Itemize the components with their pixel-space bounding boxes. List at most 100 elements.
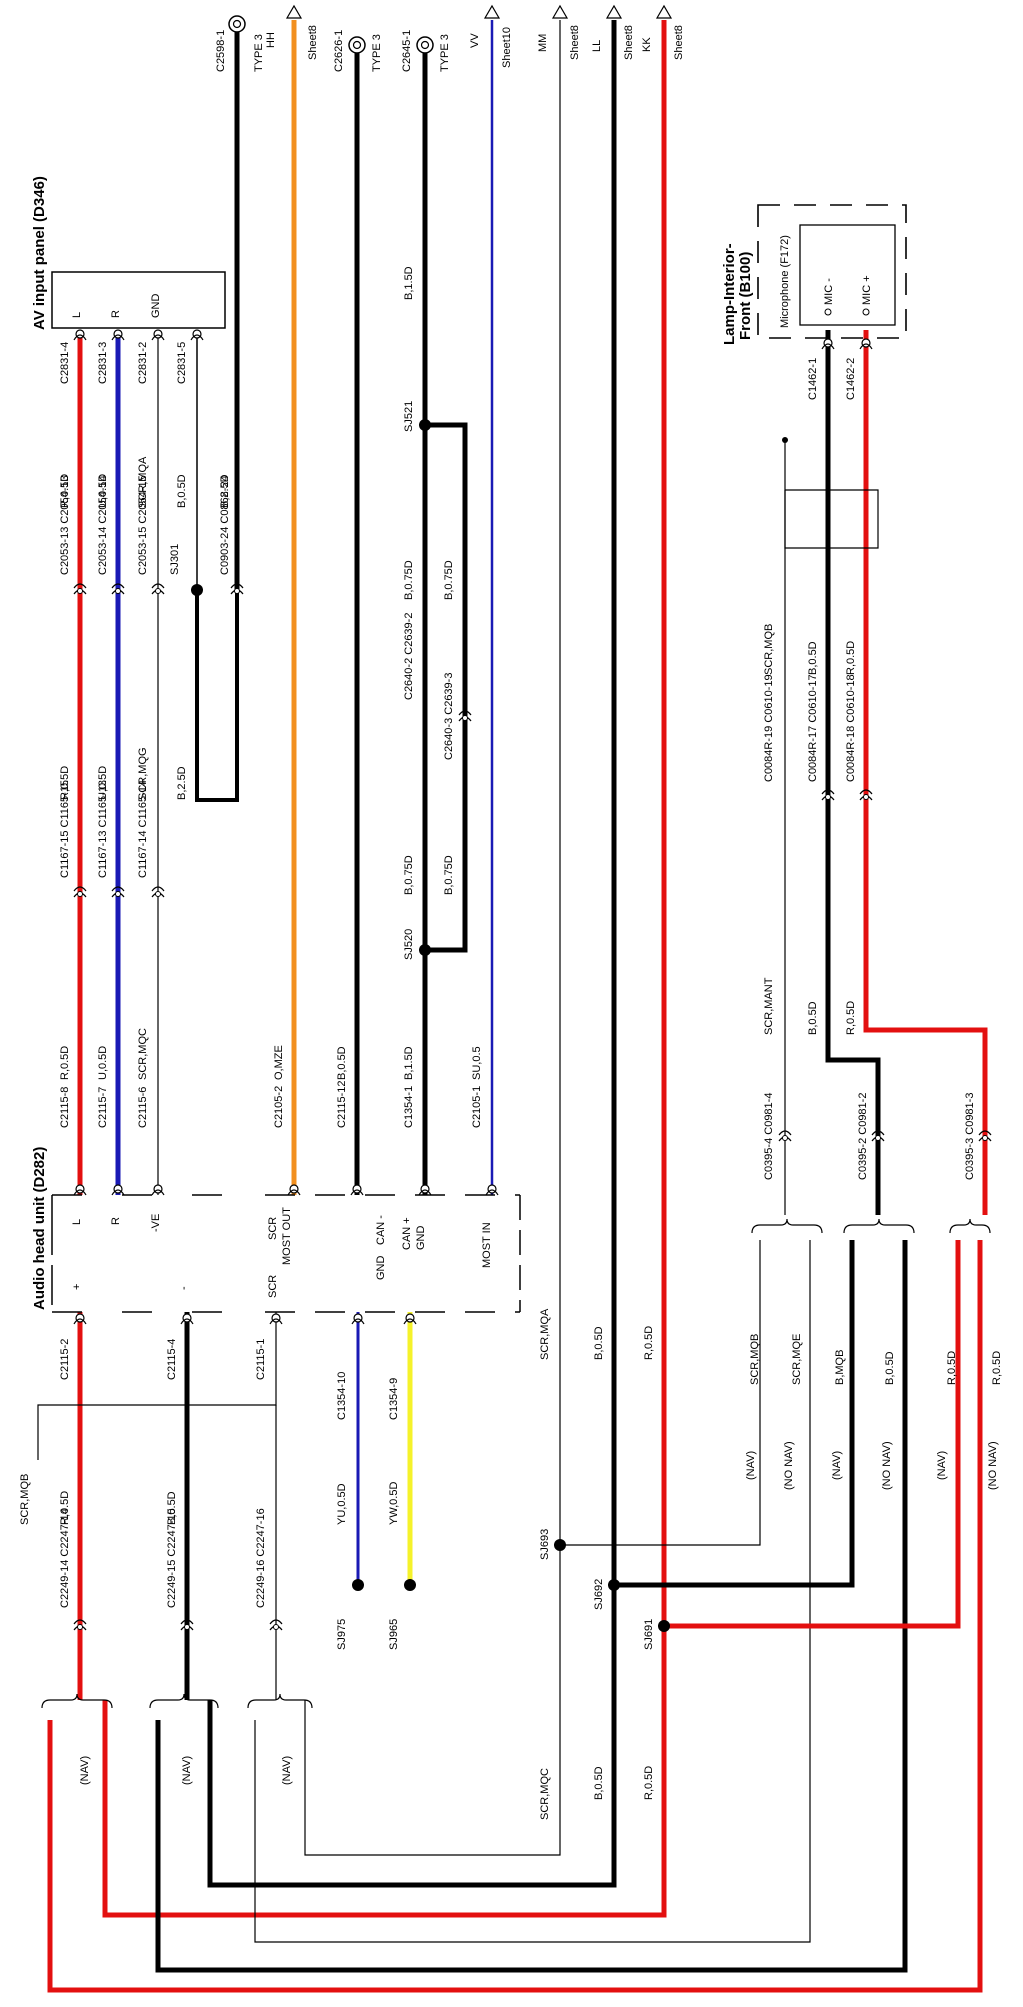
hu-pin-most-in: MOST IN	[481, 1222, 493, 1268]
wire-label-39: SCR,MQE	[791, 1334, 803, 1385]
lamp-frame	[757, 204, 907, 339]
terminal-arc	[485, 1189, 499, 1196]
wire-label-2: SCR,MQA	[137, 456, 149, 508]
conn-c2247-1-top	[180, 1619, 194, 1625]
arrow-hh	[285, 4, 303, 19]
conn-c2247-0-top	[73, 1619, 87, 1625]
terminal-arc	[821, 343, 835, 350]
wire-b075-loop	[425, 422, 468, 953]
ll-ref: LL	[591, 40, 603, 52]
terminal-arc	[350, 1189, 364, 1196]
terminal-arc	[151, 334, 165, 341]
conn-id-58: C0395-2 C0981-2	[857, 1093, 869, 1180]
splice-sj975	[352, 1579, 364, 1591]
brace-nav-2	[149, 1693, 219, 1709]
option-label-7: (NAV)	[936, 1451, 948, 1480]
wire-label-38: SCR,MQB	[749, 1334, 761, 1385]
kk-ref: KK	[641, 37, 653, 52]
conn-c0981-1-top	[871, 1130, 885, 1136]
c2645-sheet: Sheet10	[501, 27, 513, 68]
brace-nav-3	[247, 1693, 313, 1709]
terminal-arc	[73, 334, 87, 341]
head-unit-frame-lines-2	[265, 1194, 520, 1313]
conn-id-20: C2115-7	[97, 1087, 109, 1128]
wire-label-36: B,0.5D	[807, 1001, 819, 1035]
kk-sheet: Sheet8	[673, 25, 685, 60]
splice-sj521	[419, 419, 431, 431]
conn-id-50: C0084R-19 C0610-19	[763, 674, 775, 782]
conn-c2247-2-top	[269, 1619, 283, 1625]
conn-id-42: SJ521	[403, 401, 415, 432]
conn-c2054-0-top	[73, 583, 87, 589]
conn-id-27: C2115-4	[166, 1339, 178, 1380]
wire-label-18: B,0.75D	[443, 560, 455, 600]
option-label-1: (NAV)	[181, 1756, 193, 1785]
wire-label-11: SCR,MQC	[137, 1028, 149, 1080]
hu-pin-plus: +	[71, 1284, 83, 1290]
conn-c0981-2-pin	[982, 1135, 988, 1141]
wire-label-27: B,0.5D	[593, 1326, 605, 1360]
conn-c2247-2-pin	[273, 1624, 279, 1630]
wire-label-9: R,0.5D	[59, 1046, 71, 1080]
conn-id-35: C2249-16 C2247-16	[255, 1508, 267, 1608]
conn-c2054-3-pin	[234, 588, 240, 594]
av-panel-title: AV input panel (D346)	[31, 176, 48, 330]
wire-label-23: B,0.5D	[166, 1491, 178, 1525]
arrow-kk	[655, 4, 673, 19]
mic-plus-pin	[862, 308, 870, 316]
wire-label-25: YW,0.5D	[388, 1482, 400, 1525]
hu-pin-minus: -	[178, 1286, 190, 1290]
hu-pin-most-out: MOST OUT	[281, 1207, 293, 1265]
terminal-arc	[180, 1318, 194, 1325]
conn-id-43: SJ520	[403, 929, 415, 960]
hu-pin-can-plus: CAN +	[401, 1217, 413, 1250]
conn-c0610-0-top	[821, 789, 835, 795]
wire-label-10: U,0.5D	[97, 1046, 109, 1080]
conn-id-60: C0395-3 C0981-3	[964, 1093, 976, 1180]
conn-id-1: C2831-3	[97, 342, 109, 384]
wire-label-34: R,0.5D	[845, 641, 857, 675]
ll-sheet: Sheet8	[623, 25, 635, 60]
wire-label-30: B,0.5D	[593, 1766, 605, 1800]
wire-label-24: YU,0.5D	[336, 1483, 348, 1525]
conn-id-24: C1354-1	[403, 1086, 415, 1128]
option-label-6: (NO NAV)	[881, 1441, 893, 1490]
wire-label-43: R,0.5D	[991, 1351, 1003, 1385]
conn-id-0: C2831-4	[59, 342, 71, 384]
option-label-5: (NAV)	[831, 1451, 843, 1480]
conn-id-48: C1462-1	[807, 358, 819, 400]
option-label-8: (NO NAV)	[987, 1441, 999, 1490]
wire-label-19: B,0.75D	[403, 855, 415, 895]
wire-label-37: R,0.5D	[845, 1001, 857, 1035]
conn-c2054-2-pin	[155, 588, 161, 594]
microphone-label: Microphone (F172)	[779, 235, 791, 328]
mm-ref: MM	[537, 34, 549, 52]
wire-ll-black	[207, 20, 617, 1888]
conn-c0610-1-pin	[863, 794, 869, 800]
option-label-0: (NAV)	[79, 1756, 91, 1785]
av-input-panel-box	[51, 271, 226, 329]
wire-label-1: U,0.5D	[97, 474, 109, 508]
conn-c0610-0-pin	[825, 794, 831, 800]
hu-pin-ve: -VE	[150, 1214, 162, 1232]
wire-label-26: SCR,MQA	[539, 1308, 551, 1360]
wire-label-6: U,0.5D	[97, 766, 109, 800]
conn-id-46: C2640-3 C2639-3	[443, 673, 455, 760]
conn-c1165-2-pin	[155, 891, 161, 897]
conn-c0610-1-top	[859, 789, 873, 795]
wire-label-16: B,1.5D	[403, 266, 415, 300]
c2626-type: TYPE 3	[371, 34, 383, 72]
wire-sj691	[664, 1240, 961, 1629]
conn-id-21: C2115-6	[137, 1087, 149, 1128]
lamp-title-1: Lamp-Interior-	[721, 243, 738, 345]
wire-label-31: R,0.5D	[643, 1766, 655, 1800]
terminal-arc	[287, 1189, 301, 1196]
conn-id-38: SJ965	[388, 1619, 400, 1650]
mic-minus-label: MIC -	[823, 278, 835, 305]
wire-label-35: SCR,MANT	[763, 977, 775, 1035]
wire-label-8: B,2.5D	[176, 766, 188, 800]
conn-c1165-1-pin	[115, 891, 121, 897]
wire-b25-loop	[195, 590, 239, 802]
conn-c0981-2-top	[978, 1130, 992, 1136]
